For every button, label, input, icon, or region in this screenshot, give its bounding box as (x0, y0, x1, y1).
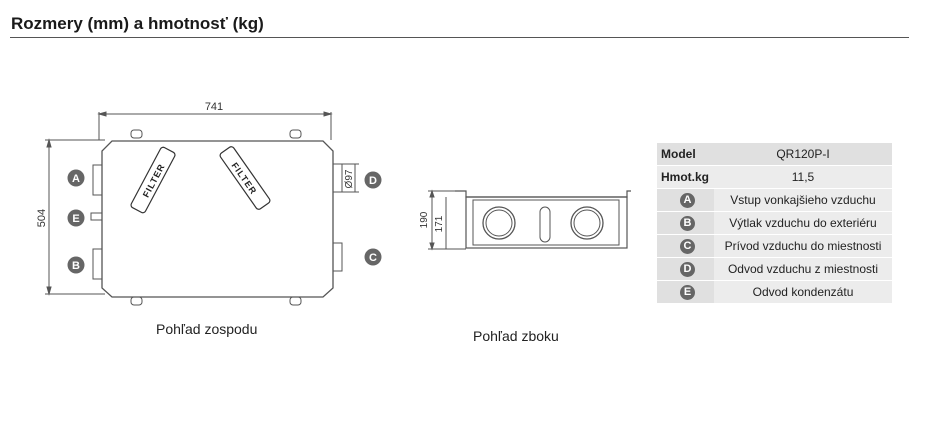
side-duct-left-inner (485, 209, 513, 237)
legend-row-e: E Odvod kondenzátu (657, 281, 892, 303)
marker-a: A (67, 169, 85, 187)
svg-text:B: B (72, 260, 80, 272)
side-drain (539, 206, 551, 243)
legend-text-b: Výtlak vzduchu do exteriéru (714, 212, 892, 234)
legend-badge-b: B (680, 215, 695, 231)
marker-e: E (67, 209, 85, 227)
legend-row-a: A Vstup vonkajšieho vzduchu (657, 189, 892, 211)
svg-text:A: A (72, 173, 80, 185)
side-body-outline (465, 196, 628, 249)
side-duct-right (570, 206, 604, 240)
legend-badge-d: D (680, 261, 695, 277)
side-duct-left (482, 206, 516, 240)
legend-text-e: Odvod kondenzátu (714, 281, 892, 303)
legend-text-a: Vstup vonkajšieho vzduchu (714, 189, 892, 211)
spigot-e (90, 212, 103, 221)
side-dim-arrow-bottom (429, 242, 435, 251)
hanger-bottom-right (289, 296, 302, 306)
height-dim-arrow-bottom (46, 286, 52, 296)
side-dim-arrow-top (429, 189, 435, 198)
legend-badge-e: E (680, 284, 695, 300)
height-label: 504 (36, 209, 48, 227)
legend-text-d: Odvod vzduchu z miestnosti (714, 258, 892, 280)
diameter-label: Ø97 (344, 169, 355, 188)
model-value: QR120P-I (714, 143, 892, 165)
width-label: 741 (205, 101, 223, 113)
legend-badge-c: C (680, 238, 695, 254)
weight-value: 11,5 (714, 166, 892, 188)
legend-text-c: Prívod vzduchu do miestnosti (714, 235, 892, 257)
side-view-caption: Pohľad zboku (473, 328, 559, 344)
weight-key: Hmot.kg (657, 166, 714, 188)
bottom-view-caption: Pohľad zospodu (156, 321, 258, 337)
bottom-view (45, 111, 359, 306)
spec-row-weight: Hmot.kg 11,5 (657, 166, 892, 188)
height-dim-arrow-top (46, 138, 52, 148)
marker-b: B (67, 256, 85, 274)
hanger-bottom-left (130, 296, 143, 306)
width-dim-arrow-right (323, 111, 333, 117)
model-key: Model (657, 143, 714, 165)
spigot-a (92, 164, 103, 196)
legend-row-d: D Odvod vzduchu z miestnosti (657, 258, 892, 280)
filter-slot-left (130, 146, 176, 214)
hanger-top-left (130, 129, 143, 139)
spec-row-model: Model QR120P-I (657, 143, 892, 165)
spigot-b (92, 248, 103, 280)
side-inner-height-label: 171 (434, 215, 445, 232)
side-duct-right-inner (573, 209, 601, 237)
legend-row-b: B Výtlak vzduchu do exteriéru (657, 212, 892, 234)
legend-badge-a: A (680, 192, 695, 208)
page-title: Rozmery (mm) a hmotnosť (kg) (11, 14, 264, 33)
spigot-d (332, 163, 343, 193)
width-dim-arrow-left (97, 111, 107, 117)
side-body-inner (472, 199, 620, 246)
side-outer-height-label: 190 (419, 211, 430, 228)
legend-row-c: C Prívod vzduchu do miestnosti (657, 235, 892, 257)
spigot-c (332, 242, 343, 272)
side-view (428, 189, 631, 251)
marker-c: C (364, 248, 382, 266)
title-divider (10, 37, 909, 38)
spec-table: Model QR120P-I Hmot.kg 11,5 A Vstup vonk… (657, 142, 892, 304)
filter-slot-right (219, 146, 271, 210)
hanger-top-right (289, 129, 302, 139)
svg-text:C: C (369, 252, 377, 264)
side-top-flange (455, 190, 631, 198)
svg-text:E: E (72, 213, 79, 225)
marker-d: D (364, 171, 382, 189)
bottom-body-outline (101, 140, 334, 298)
svg-text:D: D (369, 175, 377, 187)
